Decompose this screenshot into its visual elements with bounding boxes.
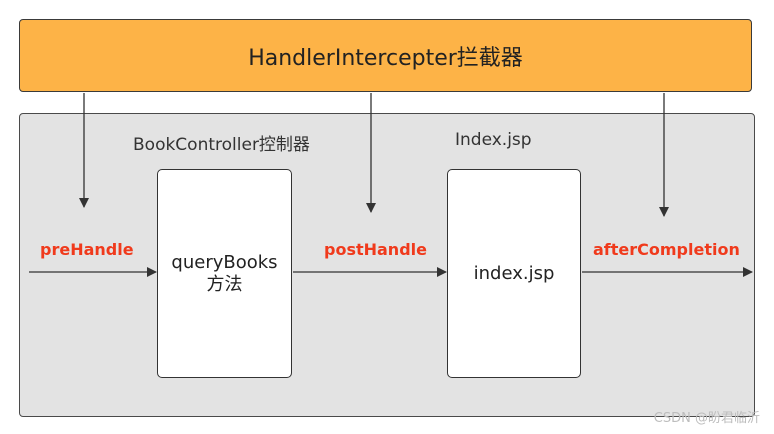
handler-interceptor-box: HandlerIntercepter拦截器 bbox=[19, 19, 752, 92]
method-name: queryBooks bbox=[171, 251, 278, 273]
index-jsp-box: index.jsp bbox=[447, 169, 581, 378]
view-label: Index.jsp bbox=[455, 130, 532, 150]
request-flow-container bbox=[19, 113, 755, 417]
interceptor-title: HandlerIntercepter拦截器 bbox=[248, 45, 523, 71]
watermark: CSDN @盼君临沂 bbox=[653, 411, 760, 426]
posthandle-label: postHandle bbox=[324, 240, 427, 259]
view-name: index.jsp bbox=[473, 262, 555, 284]
prehandle-label: preHandle bbox=[40, 240, 134, 259]
controller-label: BookController控制器 bbox=[133, 135, 310, 155]
query-books-method-box: queryBooks 方法 bbox=[157, 169, 292, 378]
method-suffix: 方法 bbox=[206, 273, 243, 295]
aftercompletion-label: afterCompletion bbox=[593, 240, 740, 259]
